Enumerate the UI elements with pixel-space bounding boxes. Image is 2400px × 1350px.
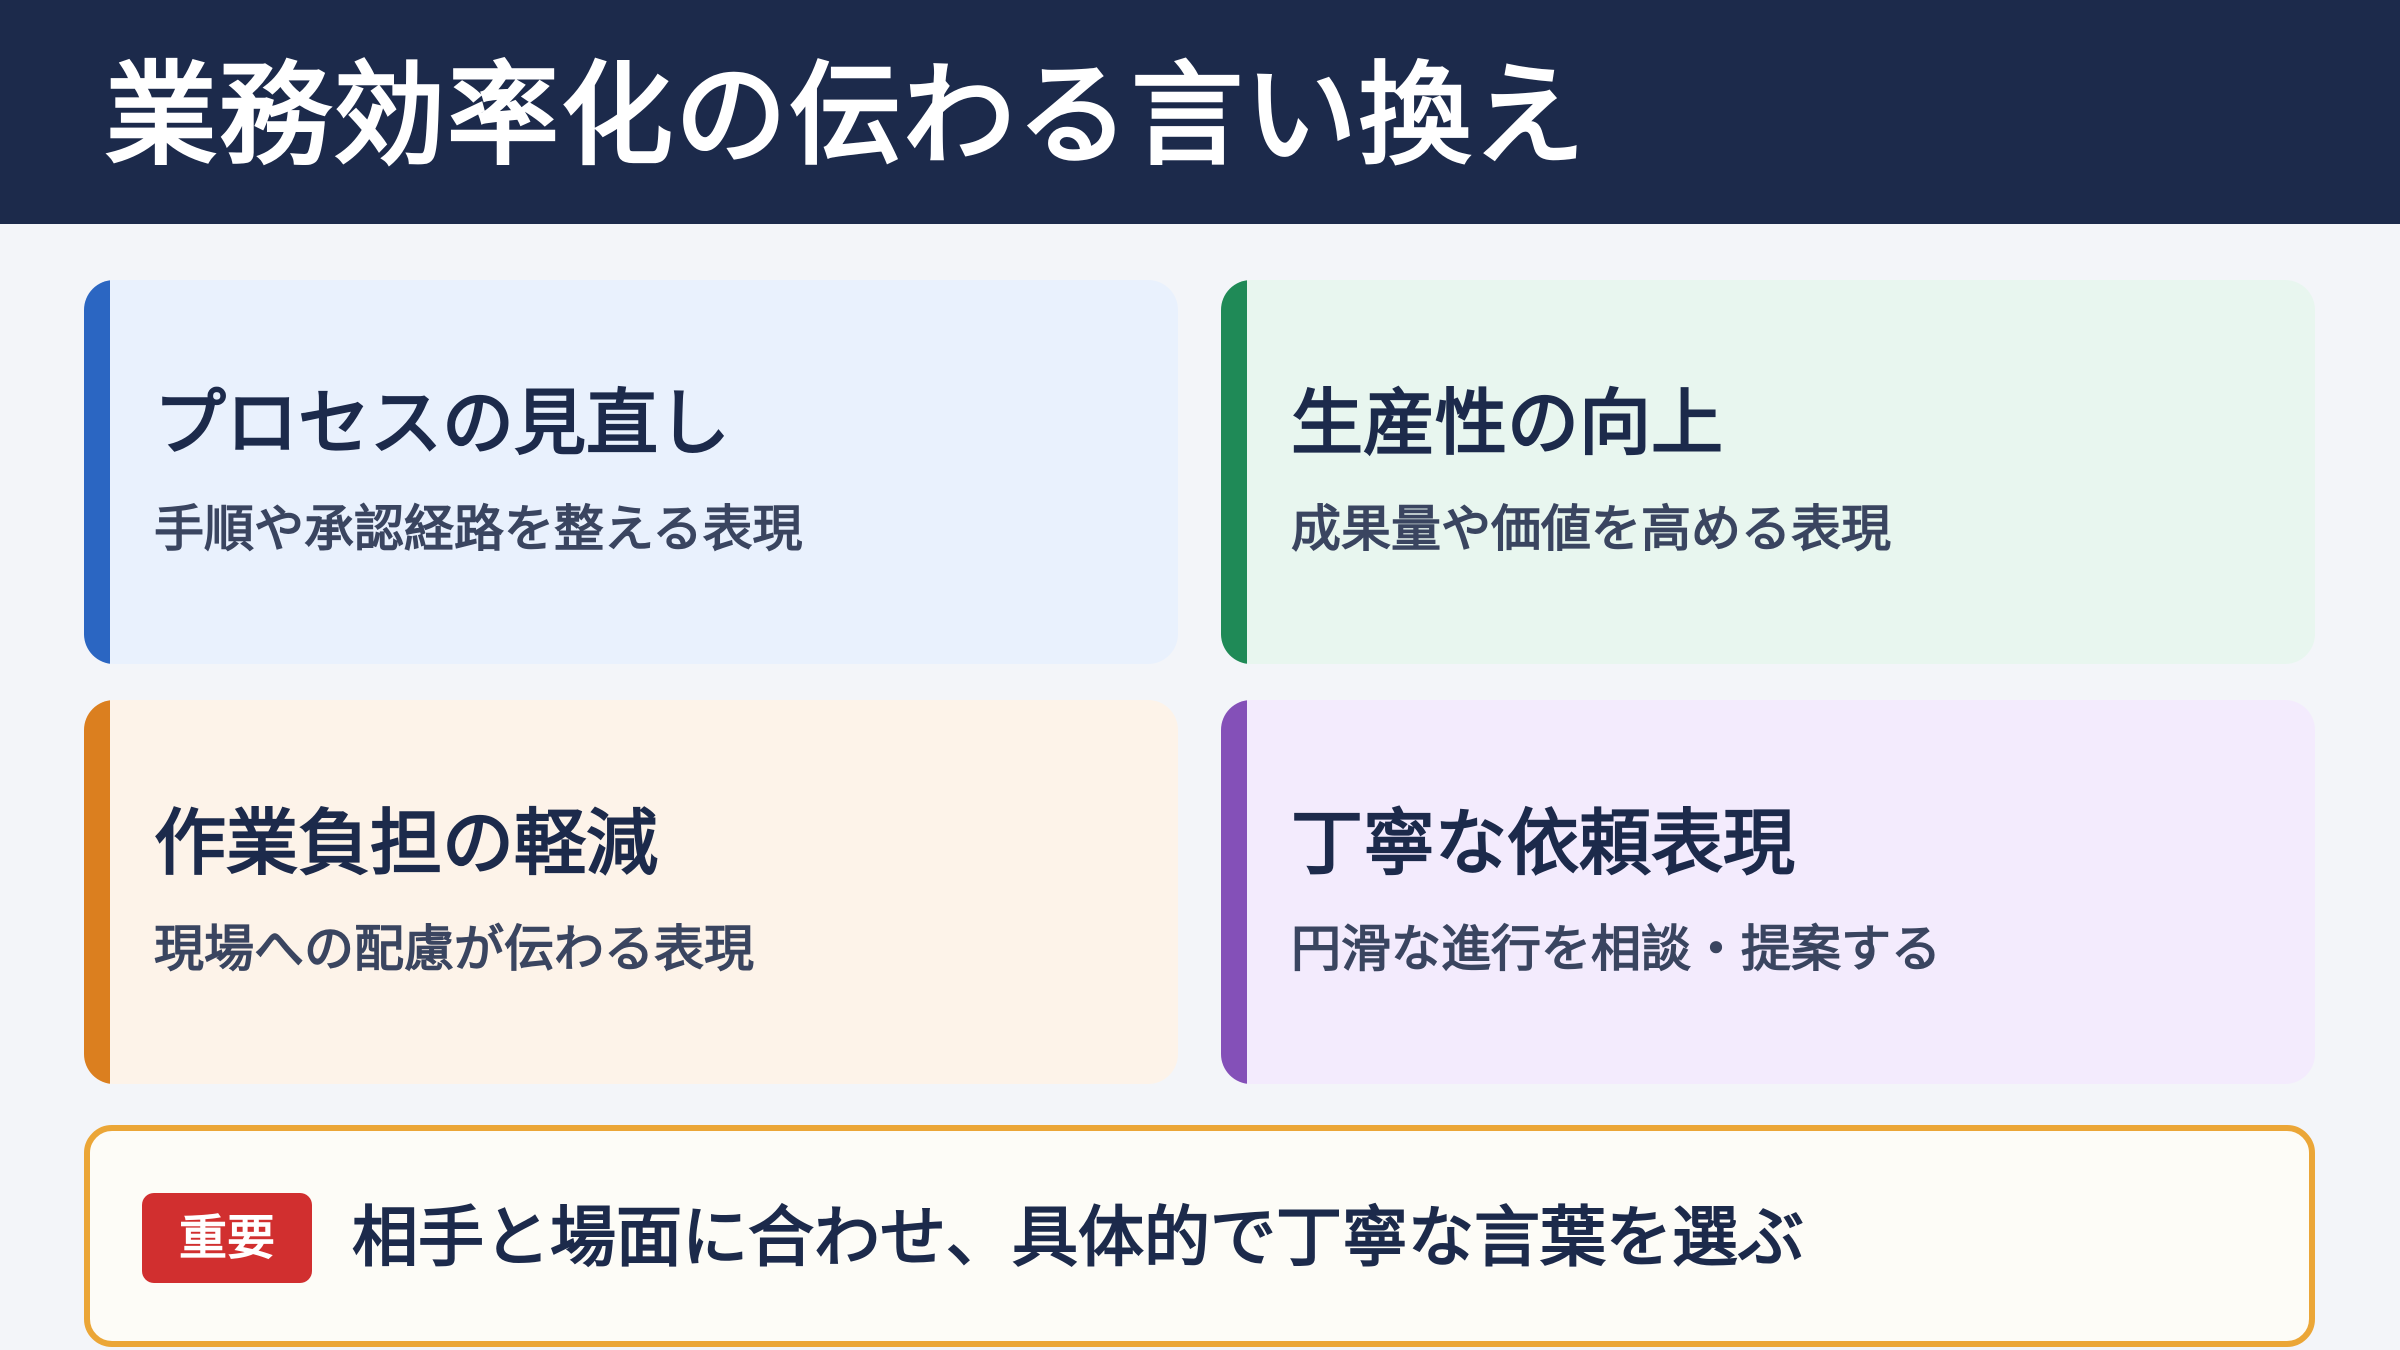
card-subtitle: 成果量や価値を高める表現: [1291, 500, 1891, 558]
card-accent-bar: [1221, 700, 1247, 1084]
card-title: 丁寧な依頼表現: [1291, 801, 1796, 885]
card-process-review: プロセスの見直し 手順や承認経路を整える表現: [84, 280, 1178, 664]
card-title: 作業負担の軽減: [154, 801, 659, 885]
card-polite-request: 丁寧な依頼表現 円滑な進行を相談・提案する: [1221, 700, 2315, 1084]
card-subtitle: 現場への配慮が伝わる表現: [154, 920, 754, 978]
important-note-text: 相手と場面に合わせ、具体的で丁寧な言葉を選ぶ: [352, 1199, 1804, 1276]
card-accent-bar: [84, 700, 110, 1084]
card-title: プロセスの見直し: [154, 381, 731, 465]
page-title: 業務効率化の伝わる言い換え: [105, 51, 1587, 181]
card-subtitle: 円滑な進行を相談・提案する: [1291, 920, 1941, 978]
card-productivity: 生産性の向上 成果量や価値を高める表現: [1221, 280, 2315, 664]
card-title: 生産性の向上: [1291, 381, 1724, 465]
important-badge: 重要: [142, 1193, 312, 1283]
important-note-box: 重要 相手と場面に合わせ、具体的で丁寧な言葉を選ぶ: [84, 1125, 2315, 1347]
card-accent-bar: [84, 280, 110, 664]
card-workload-reduction: 作業負担の軽減 現場への配慮が伝わる表現: [84, 700, 1178, 1084]
card-subtitle: 手順や承認経路を整える表現: [154, 500, 803, 558]
header-bar: 業務効率化の伝わる言い換え: [0, 0, 2400, 224]
card-accent-bar: [1221, 280, 1247, 664]
